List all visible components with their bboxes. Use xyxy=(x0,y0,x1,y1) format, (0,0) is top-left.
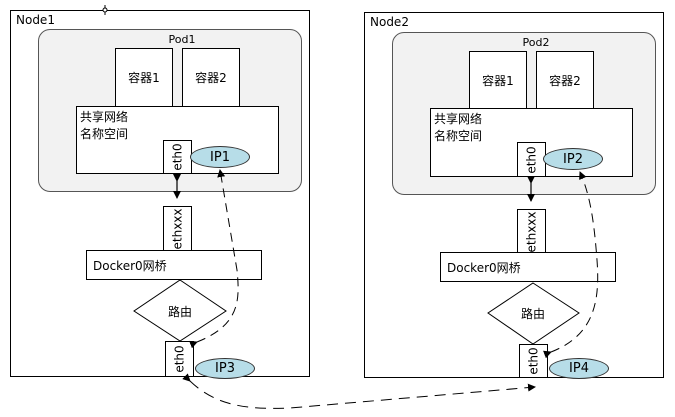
netns-label-line2: 名称空间 xyxy=(434,129,483,143)
node1-route-label: 路由 xyxy=(168,304,192,319)
node2-ip-ellipse: IP4 xyxy=(549,358,609,379)
pod1-container1: 容器1 xyxy=(115,48,173,107)
container-label: 容器2 xyxy=(195,71,227,85)
node2-docker0-bridge: Docker0网桥 xyxy=(440,252,616,282)
node2-label: Node2 xyxy=(370,15,409,29)
pod1-ip-ellipse: IP1 xyxy=(190,146,250,168)
node1-label: Node1 xyxy=(16,13,55,27)
node1-dashed-route-path xyxy=(189,169,239,349)
cross-node-dashed-path xyxy=(182,373,536,409)
pod2-container2: 容器2 xyxy=(536,51,594,110)
pod2-label: Pod2 xyxy=(522,36,550,49)
netns-label-line1: 共享网络 xyxy=(434,112,483,126)
connection-point-icon xyxy=(102,5,108,15)
netns-label-line1: 共享网络 xyxy=(80,110,129,124)
pod2-ip-ellipse: IP2 xyxy=(543,148,603,170)
netns-label-line2: 名称空间 xyxy=(80,127,129,141)
container-label: 容器1 xyxy=(128,71,160,85)
container-label: 容器2 xyxy=(549,74,581,88)
pod1-label: Pod1 xyxy=(168,33,196,46)
node2-route-label: 路由 xyxy=(521,306,545,321)
container-label: 容器1 xyxy=(482,74,514,88)
pod1-eth0: eth0 xyxy=(163,140,192,174)
node2-dashed-route-path xyxy=(543,171,599,359)
pod2-container1: 容器1 xyxy=(469,51,527,110)
node1-docker0-bridge: Docker0网桥 xyxy=(86,250,262,280)
